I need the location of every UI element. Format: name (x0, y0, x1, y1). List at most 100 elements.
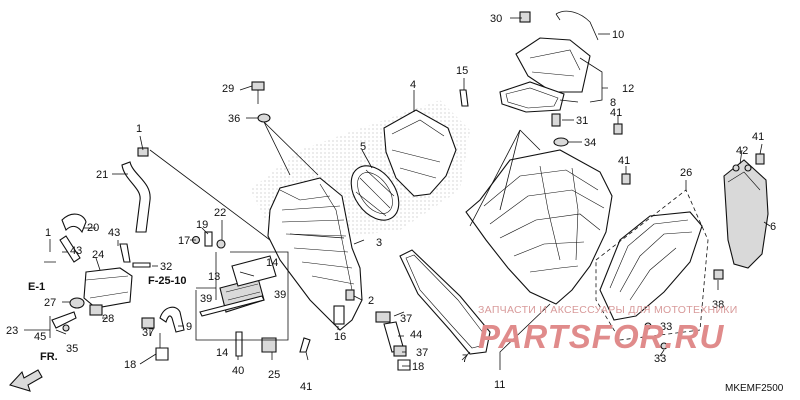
ref-f2510: F-25-10 (148, 275, 187, 287)
side-cover-26-part (599, 211, 703, 321)
breather-case-24-part (83, 267, 133, 309)
callout-37-a: 37 (400, 313, 412, 325)
leader-lines-center (149, 85, 415, 367)
cap-37c-part (393, 345, 407, 357)
wire-clip-10-part (555, 10, 599, 41)
callout-5: 5 (360, 141, 366, 153)
plug-18-part (155, 347, 169, 361)
bolt-15-part (459, 89, 469, 107)
elbow-9-part (159, 306, 185, 333)
callout-2: 2 (368, 295, 374, 307)
reed-plate-39-part (231, 255, 277, 287)
callout-34: 34 (584, 137, 596, 149)
callout-33-a: 33 (660, 321, 672, 333)
callout-6: 6 (770, 221, 776, 233)
bolt-41d-part (755, 153, 765, 165)
hose-43b-part (119, 243, 131, 263)
bolt-41c-part (621, 173, 631, 185)
callout-39-left: 39 (200, 293, 212, 305)
bolt-30-part (519, 11, 531, 23)
ref-fr: FR. (40, 351, 58, 363)
callout-43-right: 43 (108, 227, 120, 239)
bolt-33b-part (660, 342, 668, 350)
ref-e1: E-1 (28, 281, 45, 293)
callout-17: 17 (178, 235, 190, 247)
callout-8: 8 (610, 97, 616, 109)
callout-30: 30 (490, 13, 502, 25)
callout-20: 20 (87, 222, 99, 234)
collar-34-part (553, 137, 569, 147)
intake-duct-12-part (515, 37, 591, 93)
callout-41-far-right: 41 (752, 131, 764, 143)
diagram-code: MKEMF2500 (725, 383, 784, 394)
callout-24: 24 (92, 249, 104, 261)
callout-19: 19 (196, 219, 208, 231)
callout-37-b: 37 (416, 347, 428, 359)
bolt-19-part (204, 231, 213, 247)
callout-14-bottom: 14 (216, 347, 228, 359)
callout-1-left: 1 (45, 227, 51, 239)
callout-23: 23 (6, 325, 18, 337)
callout-labels: 1 21 20 1 43 43 24 32 27 28 23 45 35 37 … (6, 13, 776, 393)
cap-37-part (141, 317, 155, 329)
callout-40: 40 (232, 365, 244, 377)
bolt-40-part (235, 331, 243, 357)
watermark-subtitle: ЗАПЧАСТИ И АКСЕССУАРЫ ДЛЯ МОТОТЕХНИКИ (478, 304, 738, 316)
spacer-16-part (333, 305, 345, 325)
callout-3: 3 (376, 237, 382, 249)
callout-31: 31 (576, 115, 588, 127)
callout-41-center: 41 (300, 381, 312, 393)
clamp-1-part (137, 147, 149, 157)
callout-22: 22 (214, 207, 226, 219)
cap-37b-part (375, 311, 391, 323)
clamp-25-part (261, 337, 277, 353)
bolt-32-part (132, 262, 151, 268)
callout-11: 11 (494, 379, 505, 391)
leader-lines-left (24, 135, 223, 365)
callout-13: 13 (208, 271, 220, 283)
air-cleaner-housing-group (195, 81, 457, 371)
callout-35: 35 (66, 343, 78, 355)
ring-27-part (69, 297, 85, 309)
callout-12: 12 (622, 83, 634, 95)
front-arrow (8, 369, 43, 392)
callout-18-right: 18 (412, 361, 424, 373)
watermark-logo: PARTSFOR.RU (478, 318, 725, 355)
plug-18b-part (397, 359, 411, 371)
callout-36: 36 (228, 113, 240, 125)
airbox-11-part (465, 149, 613, 305)
callout-1-top: 1 (136, 123, 142, 135)
callout-42: 42 (736, 145, 748, 157)
callout-41-right-a: 41 (610, 107, 622, 119)
bolt-38-part (713, 269, 724, 280)
callout-33-b: 33 (654, 353, 666, 365)
washer-42b-part (732, 164, 740, 172)
callout-9: 9 (186, 321, 192, 333)
clip-28-part (89, 304, 103, 316)
gasket-7-part (399, 249, 491, 355)
screw-31-part (551, 113, 561, 127)
clip-2-part (345, 289, 355, 301)
callout-29: 29 (222, 83, 234, 95)
callout-39-right: 39 (274, 289, 286, 301)
callout-25: 25 (268, 369, 280, 381)
hose-43-part (59, 235, 81, 263)
hose-21-part (121, 161, 151, 233)
callout-4: 4 (410, 79, 416, 91)
breather-group (8, 147, 226, 392)
bolt-41b-part (613, 123, 623, 135)
callout-38: 38 (712, 299, 724, 311)
bolt-29-part (251, 81, 265, 91)
callout-16: 16 (334, 331, 346, 343)
airbox-group (399, 10, 769, 355)
grommet-22-part (216, 239, 226, 249)
callout-45: 45 (34, 331, 46, 343)
bolt-41-part (299, 337, 311, 353)
callout-7: 7 (462, 353, 468, 365)
callout-14-top: 14 (266, 257, 278, 269)
hose-20-part (61, 213, 87, 234)
callout-21: 21 (96, 169, 108, 181)
callout-26: 26 (680, 167, 692, 179)
collar-36-part (257, 113, 271, 123)
